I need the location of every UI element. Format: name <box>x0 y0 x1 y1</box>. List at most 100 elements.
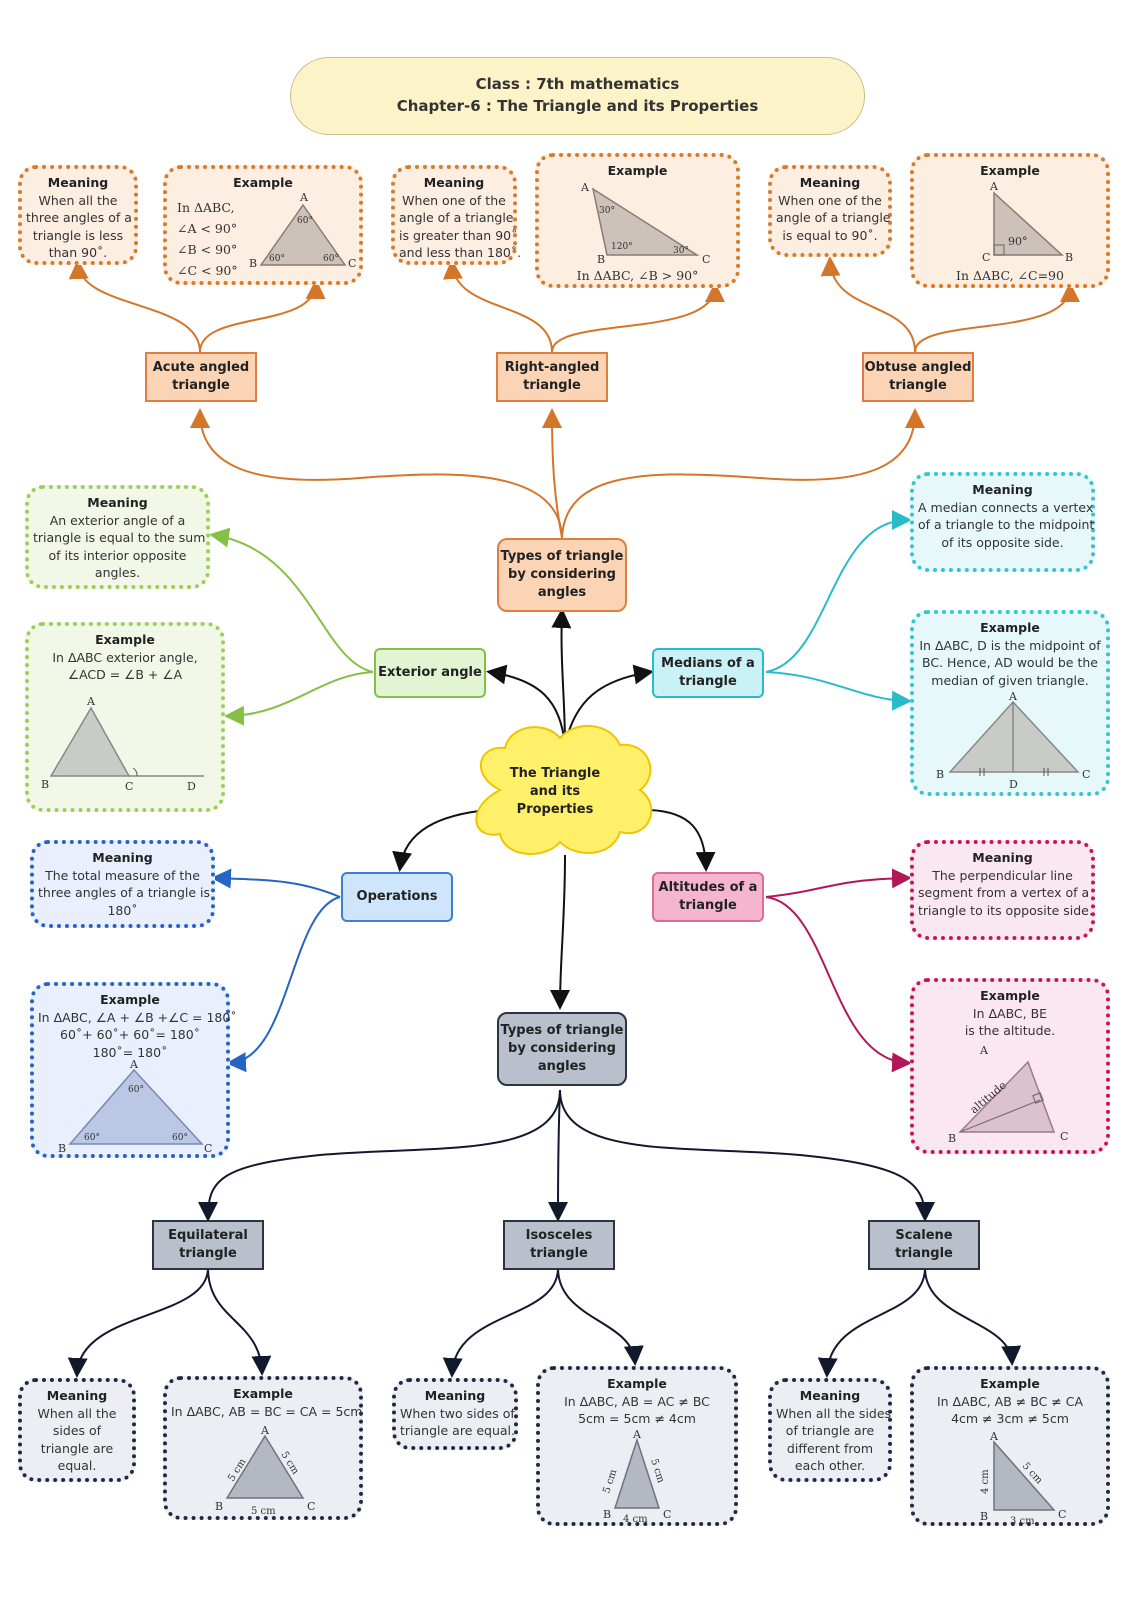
acute-triangle-figure: A B C 60° 60° 60° <box>249 191 356 270</box>
node-line: Acute angled <box>152 360 250 375</box>
vertex-label: B <box>936 768 944 781</box>
wire-types-right <box>542 408 563 539</box>
wire-exterior-meaning <box>209 527 374 673</box>
node-line: Altitudes of a <box>658 880 758 895</box>
node-line: triangle <box>172 378 230 393</box>
vertex-label: A <box>979 1044 989 1057</box>
vertex-label: B <box>597 253 605 266</box>
wire-center-operations <box>392 809 488 872</box>
card-line: In ΔABC, D is the midpoint of <box>919 637 1101 653</box>
card-heading: Example <box>95 632 155 647</box>
vertex-label: D <box>187 780 196 793</box>
side-label: 5 cm <box>601 1468 619 1495</box>
wire-types-acute <box>190 408 563 539</box>
vertex-label: C <box>1058 1508 1066 1521</box>
card-heading: Meaning <box>799 1388 861 1403</box>
vertex-label: B <box>603 1508 611 1521</box>
card-heading: Example <box>980 620 1040 635</box>
card-heading: Meaning <box>423 175 485 190</box>
vertex-label: D <box>1009 778 1018 791</box>
card-line: of its opposite side. <box>941 534 1064 550</box>
center-topic[interactable]: The Triangle and its Properties <box>480 765 630 819</box>
equilateral-triangle-figure: A B C 5 cm 5 cm 5 cm <box>215 1424 315 1517</box>
card-line: 180˚ <box>107 902 138 918</box>
card-acute-example: Example In ΔABC,∠A < 90°∠B < 90°∠C < 90°… <box>163 165 363 285</box>
node-line: Equilateral <box>168 1228 248 1243</box>
card-line: of its interior opposite <box>48 547 187 563</box>
title-line-chapter: Chapter-6 : The Triangle and its Propert… <box>396 97 759 115</box>
card-caption: In ΔABC, ∠B > 90° <box>576 268 699 283</box>
card-line: equal. <box>57 1458 97 1473</box>
vertex-label: A <box>1008 690 1018 703</box>
card-heading: Example <box>980 163 1040 178</box>
wire-center-altitudes <box>649 809 716 872</box>
card-line: triangle to its opposite side. <box>918 902 1093 918</box>
vertex-label: C <box>307 1500 315 1513</box>
vertex-label: A <box>989 180 999 193</box>
angle-label: 60° <box>84 1133 100 1143</box>
node-line: Operations <box>356 889 438 904</box>
node-line: triangle <box>530 1246 588 1261</box>
card-right-example: Example A B C 30° 120° 30° In ΔABC, ∠B >… <box>535 153 740 288</box>
card-line: three angles of a <box>26 210 132 225</box>
vertex-label: B <box>41 778 49 791</box>
card-line: ∠ACD = ∠B + ∠A <box>67 667 183 682</box>
card-line: The total measure of the <box>45 867 200 883</box>
card-line: triangle are <box>40 1440 114 1456</box>
side-label: 3 cm <box>1010 1516 1035 1527</box>
angle-label: 120° <box>611 242 633 252</box>
wire-center-exterior <box>486 664 566 746</box>
card-heading: Meaning <box>424 1388 486 1403</box>
node-operations[interactable]: Operations <box>341 872 453 922</box>
card-heading: Meaning <box>47 175 109 190</box>
card-line: segment from a vertex of a <box>918 885 1090 900</box>
center-cloud <box>475 725 653 855</box>
card-line: and less than 180˚. <box>399 245 522 260</box>
vertex-label: A <box>260 1424 270 1437</box>
wire-exterior-example <box>224 671 374 726</box>
vertex-label: C <box>982 251 990 264</box>
card-line: sides of <box>52 1423 102 1438</box>
wire-equilateral-example <box>207 1267 272 1376</box>
wire-obtuse-example <box>914 282 1080 353</box>
card-line: 5cm = 5cm ≠ 4cm <box>578 1411 696 1426</box>
card-line: The perpendicular line <box>932 867 1073 883</box>
vertex-label: B <box>980 1510 988 1523</box>
card-line: In ΔABC, AB = AC ≠ BC <box>564 1393 710 1409</box>
card-obtuse-example: Example A C B 90° In ΔABC, ∠C=90 <box>910 153 1110 288</box>
card-line: In ΔABC, BE <box>972 1005 1048 1021</box>
wire-operations-meaning <box>211 868 341 898</box>
card-line: is equal to 90˚. <box>782 227 878 243</box>
node-line: Types of triangle <box>500 1023 624 1038</box>
vertex-label: C <box>663 1508 671 1521</box>
card-heading: Example <box>233 175 293 190</box>
card-line: of triangle are <box>785 1423 875 1438</box>
node-line: Scalene <box>895 1228 953 1243</box>
node-acute-angled[interactable]: Acute angled triangle <box>145 352 257 402</box>
card-heading: Example <box>607 163 668 178</box>
card-line: When all the sides <box>776 1405 892 1421</box>
node-exterior-angle[interactable]: Exterior angle <box>374 648 486 698</box>
node-line: Types of triangle <box>500 549 624 564</box>
card-heading: Example <box>980 1376 1040 1391</box>
card-heading: Meaning <box>87 495 148 510</box>
card-line: When one of the <box>402 192 506 208</box>
